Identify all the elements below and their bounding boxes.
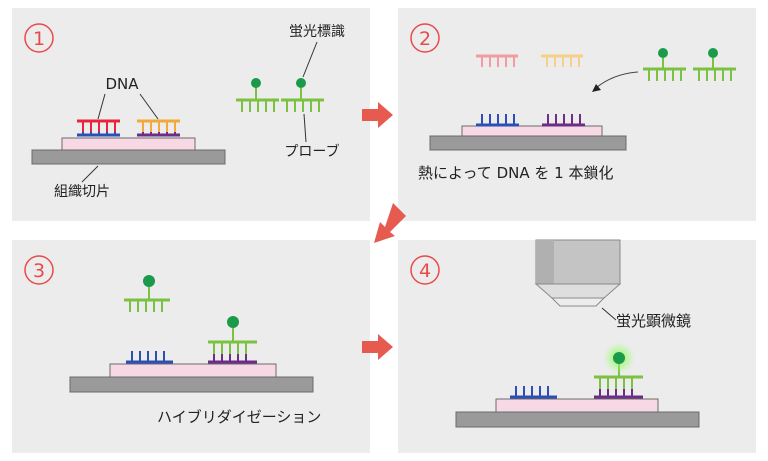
microscope-label: 蛍光顕微鏡 [616, 312, 691, 330]
tissue-section [61, 137, 196, 151]
released-strand-red [476, 54, 518, 67]
panel-4-figure: 4 蛍光顕微鏡 [410, 239, 700, 428]
single-strand-blue [510, 386, 557, 399]
released-strand-orange [541, 54, 583, 67]
movement-arrow-line [595, 71, 639, 89]
panel-step-2: 2 [398, 8, 756, 221]
panel-1-figure: 1 [24, 23, 345, 200]
probe-2 [281, 78, 324, 112]
glass-slide [429, 135, 627, 151]
step-4-circle [410, 255, 440, 285]
tissue-section [109, 363, 277, 378]
panel-2-figure: 2 [410, 23, 736, 182]
panel-3-figure: 3 [24, 255, 321, 426]
fluorescent-marker [296, 78, 306, 88]
probe-label: プローブ [284, 143, 339, 160]
fluorescent-label-text: 蛍光標識 [289, 24, 345, 40]
fluorescent-marker [658, 48, 668, 58]
dna-label: DNA [105, 75, 139, 93]
single-strand-purple [542, 114, 585, 127]
step-2-number: 2 [419, 28, 431, 50]
tissue-section-label: 組織切片 [54, 184, 110, 200]
glass-slide [455, 411, 700, 428]
fluorescent-marker [251, 78, 261, 88]
step-1-circle [24, 23, 54, 53]
fluorescent-marker [143, 275, 155, 287]
single-strand-blue [126, 351, 173, 364]
tissue-section [461, 125, 603, 137]
panel-step-1: 1 [12, 8, 370, 221]
probe-2 [693, 48, 736, 81]
dna-leader-line-1 [97, 93, 106, 120]
probe-leader-line [303, 113, 307, 143]
probe-1 [643, 48, 686, 81]
glass-slide [31, 149, 226, 165]
free-probe [124, 275, 170, 312]
fluorescent-marker [227, 316, 239, 328]
hybridized-probe-glowing [594, 342, 643, 399]
dna-leader-line-2 [139, 93, 159, 120]
panel-step-4: 4 蛍光顕微鏡 [398, 239, 756, 453]
tissue-section [495, 398, 659, 413]
step-1-number: 1 [33, 28, 45, 50]
glass-slide [69, 376, 314, 393]
step-2-circle [410, 23, 440, 53]
panel-step-3: 3 [12, 240, 370, 453]
dna-double-strand-1 [77, 119, 120, 137]
step-4-number: 4 [419, 260, 431, 282]
fluorescent-leader-line [302, 41, 318, 78]
movement-arrow-head [592, 84, 601, 92]
probe-1 [236, 78, 279, 112]
hybridized-probe [208, 316, 257, 364]
step-3-caption: ハイブリダイゼーション [157, 408, 321, 426]
fluorescent-marker [708, 48, 718, 58]
step-3-number: 3 [33, 260, 45, 282]
tissue-leader-line [81, 165, 99, 183]
microscope-objective [534, 239, 622, 307]
microscope-leader-line [601, 307, 617, 321]
step-3-circle [24, 255, 54, 285]
step-2-caption: 熱によって DNA を 1 本鎖化 [418, 164, 613, 182]
single-strand-blue [476, 114, 519, 127]
dna-double-strand-2 [137, 119, 180, 137]
fluorescent-marker [613, 352, 625, 364]
